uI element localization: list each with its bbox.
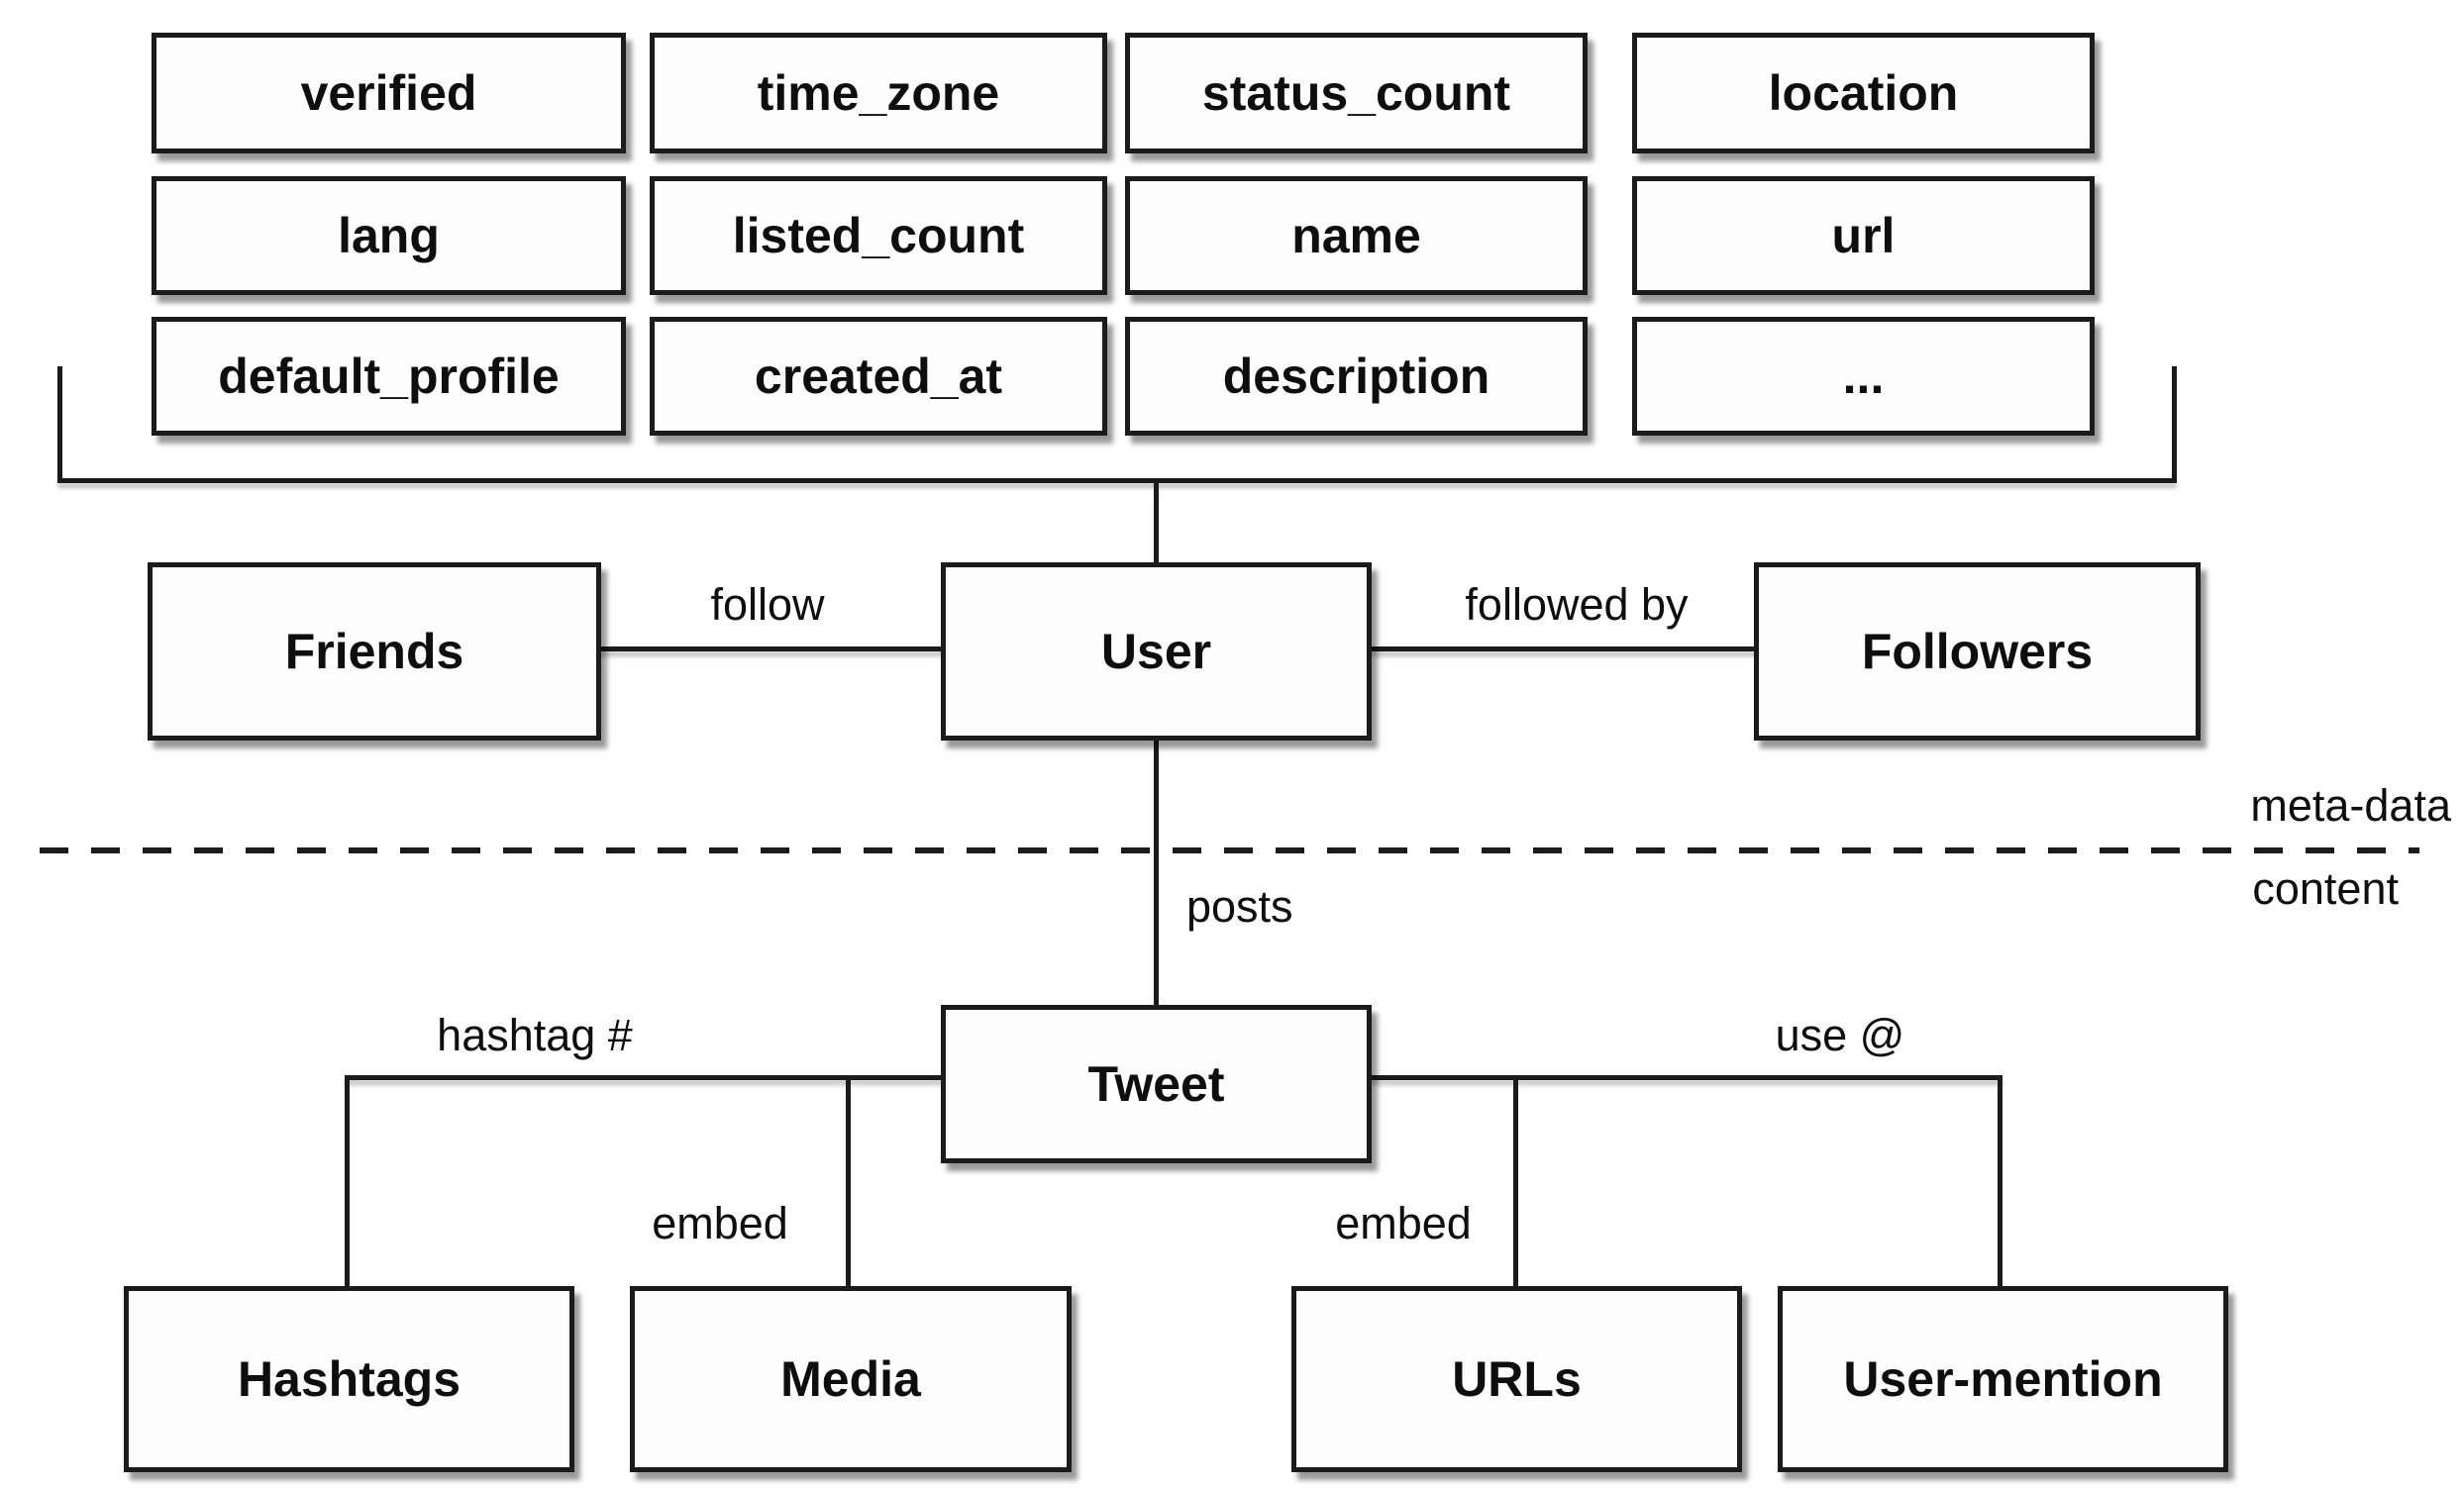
bracket-right-tick [2172, 366, 2177, 483]
edge-user-tweet [1154, 738, 1159, 1010]
attribute-box-time-zone: time_zone [650, 33, 1107, 153]
edge-label-followed-by: followed by [1465, 579, 1689, 630]
attribute-box-listed-count: listed_count [650, 176, 1107, 295]
edge-media-vertical [846, 1075, 851, 1288]
entity-box-media: Media [630, 1286, 1072, 1472]
attribute-box-description: description [1125, 317, 1588, 436]
attribute-box-created-at: created_at [650, 317, 1107, 436]
edge-label-use-at: use @ [1775, 1010, 1905, 1060]
bracket-horizontal-line [57, 478, 2177, 483]
edge-label-posts: posts [1186, 881, 1293, 932]
attribute-box-location: location [1632, 33, 2095, 153]
attribute-box-name: name [1125, 176, 1588, 295]
entity-box-user-mention: User-mention [1778, 1286, 2228, 1472]
attribute-box-default-profile: default_profile [152, 317, 626, 436]
entity-box-urls: URLs [1291, 1286, 1742, 1472]
edge-urls-vertical [1513, 1075, 1518, 1288]
edge-label-follow: follow [710, 579, 825, 630]
attribute-box-url: url [1632, 176, 2095, 295]
attribute-box-status-count: status_count [1125, 33, 1588, 153]
section-label-meta-data: meta-data [2250, 780, 2451, 831]
edge-user-mention-vertical [1998, 1075, 2002, 1288]
entity-box-followers: Followers [1754, 562, 2201, 741]
edge-tweet-right-horizontal [1370, 1075, 2002, 1080]
section-divider-dashed-line [40, 847, 2419, 853]
entity-box-user: User [941, 562, 1372, 741]
section-label-content: content [2252, 863, 2399, 914]
edge-user-followers [1370, 646, 1758, 651]
attribute-box-ellipsis: ... [1632, 317, 2095, 436]
entity-box-tweet: Tweet [941, 1005, 1372, 1163]
attribute-box-lang: lang [152, 176, 626, 295]
bracket-left-tick [57, 366, 62, 483]
entity-box-friends: Friends [148, 562, 601, 741]
entity-box-hashtags: Hashtags [124, 1286, 574, 1472]
edge-hashtags-vertical [345, 1075, 350, 1288]
edge-label-hashtag: hashtag # [437, 1010, 633, 1060]
edge-tweet-left-horizontal [345, 1075, 946, 1080]
bracket-user-stem [1154, 478, 1159, 567]
attribute-box-verified: verified [152, 33, 626, 153]
edge-label-embed-left: embed [652, 1198, 788, 1248]
edge-label-embed-right: embed [1335, 1198, 1472, 1248]
edge-friends-user [599, 646, 946, 651]
